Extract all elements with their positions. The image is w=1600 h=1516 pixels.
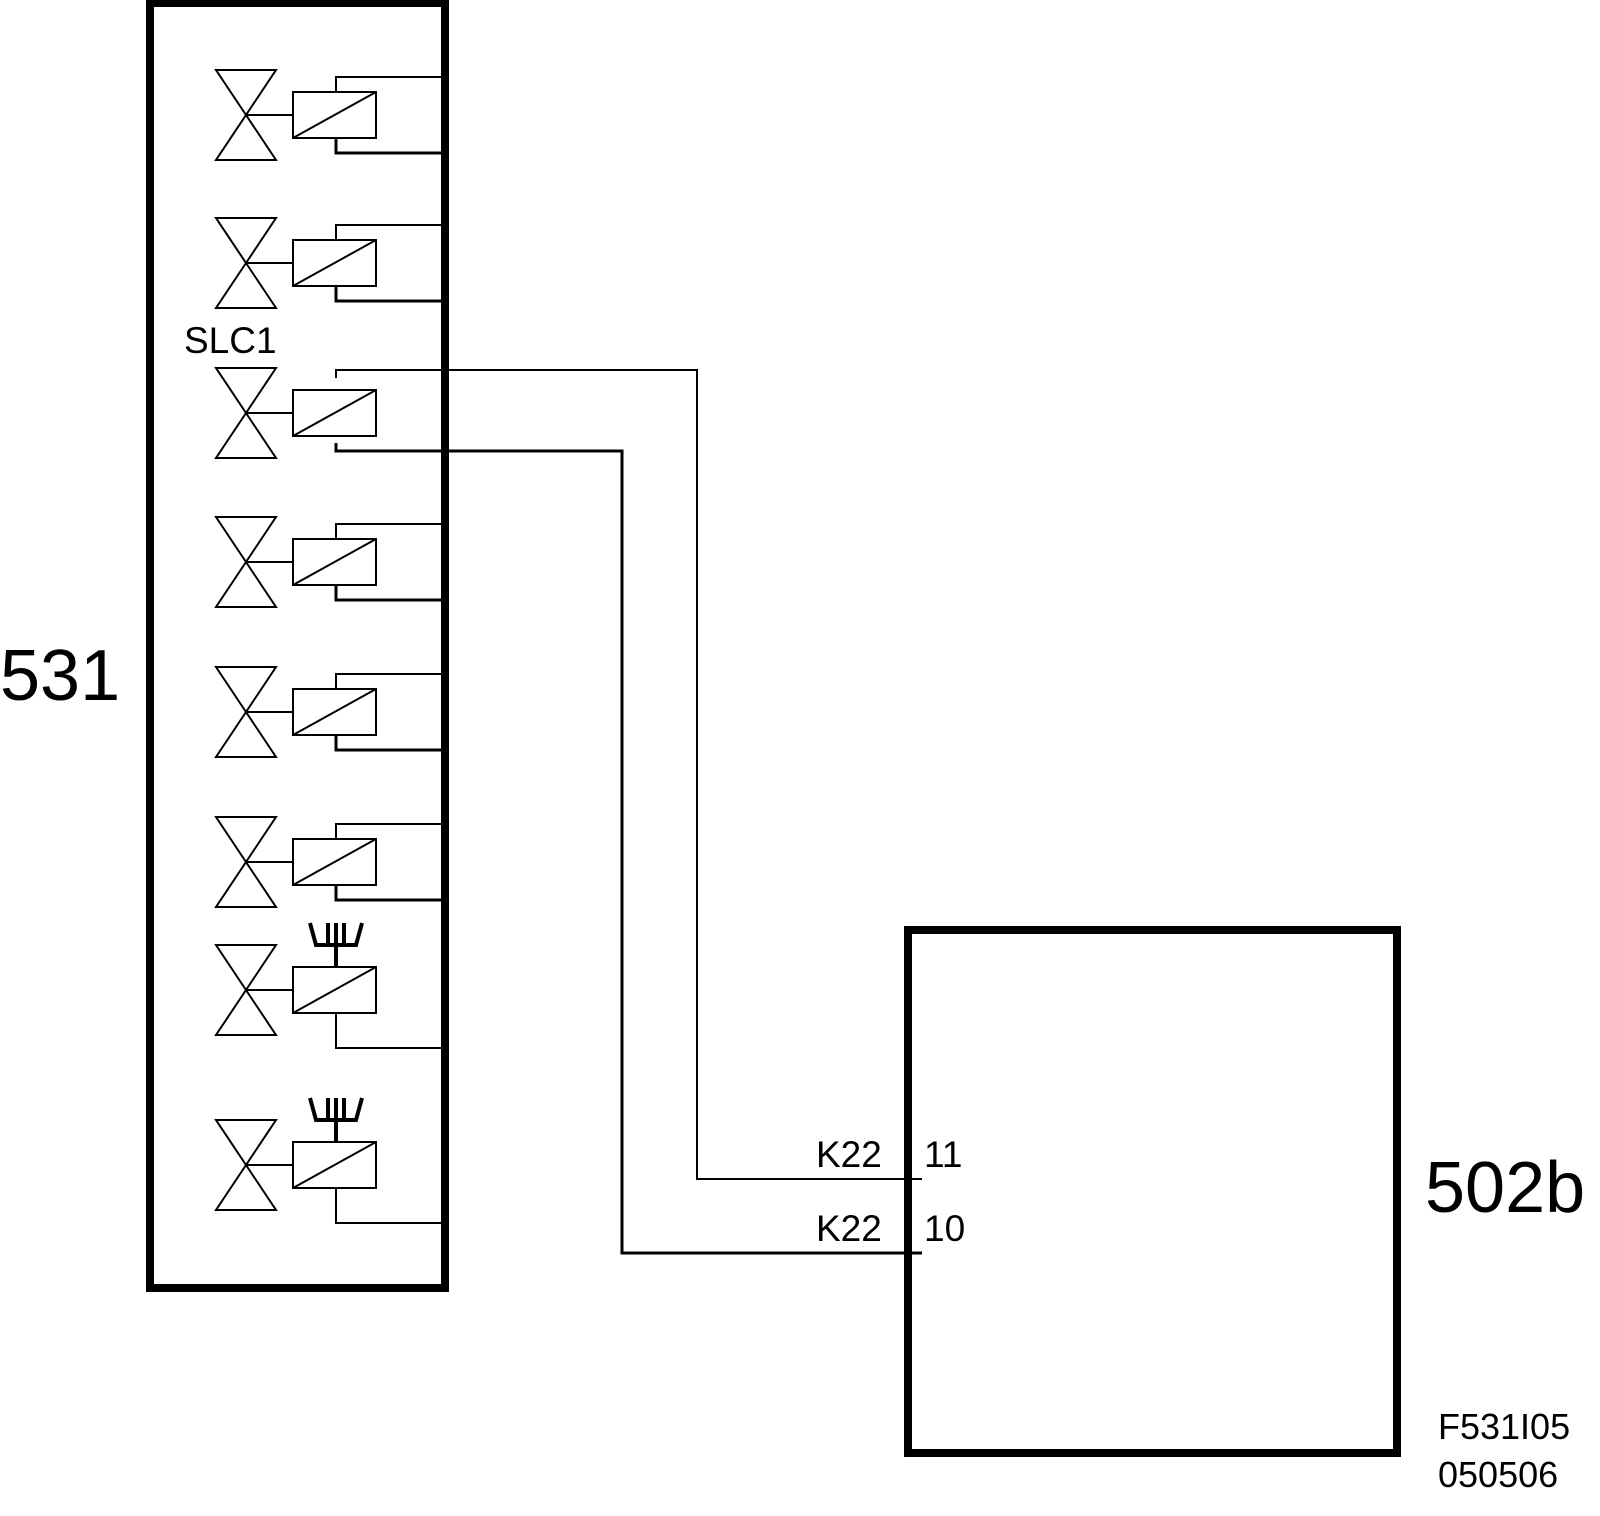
drawing-date: 050506 [1438,1454,1558,1495]
block-502b-frame [904,926,1401,1457]
solenoid-valve-bank [214,69,441,1224]
coil-lead-bottom [335,1188,441,1224]
coil-lead-bottom [334,735,441,752]
pin-label: 11 [924,1134,962,1175]
pilot-solenoid-valve [214,922,441,1049]
coil-lead-top [335,76,441,92]
solenoid-valve [214,666,441,758]
coil-diagonal [292,838,377,886]
solenoid-coil-icon [292,389,377,437]
coil-lead-bottom [334,286,441,303]
wire-k22-11 [335,369,922,1180]
coil-lead-top [335,224,441,240]
coil-lead-top [335,523,441,539]
solenoid-valve [214,816,441,908]
coil-lead-top [335,823,441,839]
pilot-override-icon [308,922,364,947]
coil-diagonal [292,389,377,437]
pilot-solenoid-valve [214,1097,441,1224]
coil-diagonal [292,688,377,736]
coil-lead-top [335,673,441,689]
coil-lead-bottom [335,1013,441,1049]
solenoid-valve [214,516,441,608]
coil-diagonal [292,538,377,586]
coil-lead-bottom [334,585,441,602]
wire-k22-10 [334,443,922,1255]
connector-label: K22 [816,1134,882,1175]
coil-diagonal [292,966,377,1014]
coil-diagonal [292,1141,377,1189]
pin-label: 10 [924,1208,965,1249]
valve-slc1-label: SLC1 [184,320,277,361]
coil-diagonal [292,91,377,139]
coil-diagonal [292,239,377,287]
solenoid-valve [214,367,377,459]
solenoid-valve [214,217,441,309]
drawing-code: F531I05 [1438,1406,1570,1447]
coil-lead-bottom [334,885,441,902]
block-531-frame [146,0,449,1292]
solenoid-valve [214,69,441,161]
block-531-label: 531 [0,636,120,716]
pilot-override-icon [308,1097,364,1122]
block-502b-label: 502b [1425,1148,1585,1228]
coil-lead-bottom [334,138,441,155]
connector-label: K22 [816,1208,882,1249]
